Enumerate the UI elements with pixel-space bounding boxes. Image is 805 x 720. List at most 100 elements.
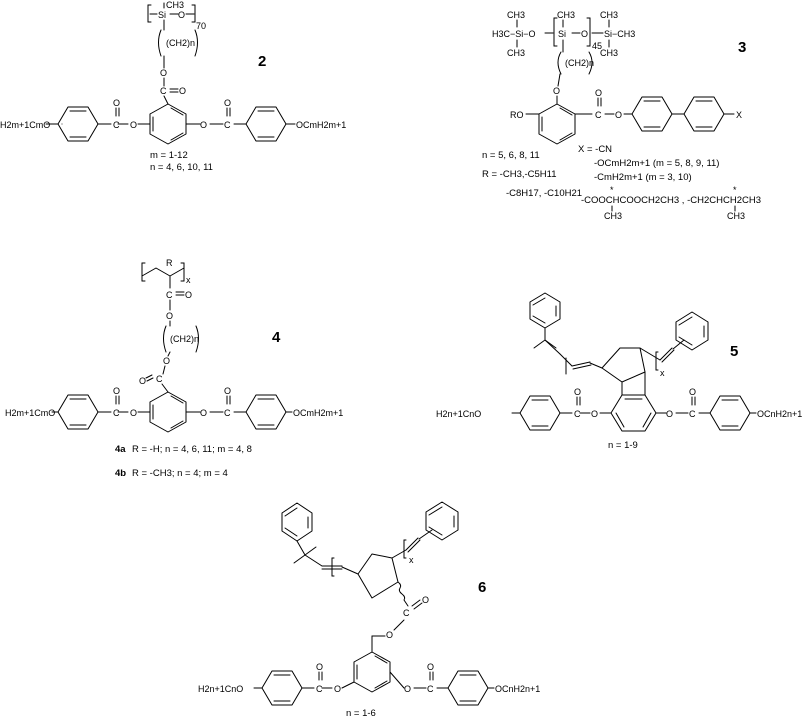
c2-o-right: O [200, 120, 207, 130]
c2-condition-n: n = 4, 6, 10, 11 [150, 162, 213, 173]
c2-ch3-label: CH3 [166, 0, 184, 10]
c3-repeat-45: 45 [592, 41, 602, 51]
c3-condition-x4-ch3b: CH3 [727, 211, 745, 221]
c2-o-left: O [130, 120, 137, 130]
c2-left-terminal: H2m+1CmO [0, 120, 50, 130]
c5-x-subscript: x [660, 368, 665, 378]
c4-right-ester-o: O [224, 386, 231, 396]
c2-compound-number: 2 [258, 53, 266, 70]
c4-r-label: R [166, 258, 173, 268]
compound-3: H3C−Si−O CH3 CH3 Si CH3 O 45 Si−CH3 CH3 … [482, 10, 761, 221]
c6-x-subscript: x [409, 555, 414, 565]
c3-x-label: X [736, 110, 742, 120]
c5-right-terminal: OCnH2n+1 [757, 409, 802, 419]
c4a-condition: R = -H; n = 4, 6, 11; m = 4, 8 [132, 444, 252, 455]
c2-repeat-70: 70 [196, 21, 206, 31]
c6-ester-o: O [386, 630, 393, 640]
c2-left-ester-c: C [113, 120, 120, 130]
c6-condition-n: n = 1-6 [346, 708, 376, 719]
c5-right-ester-c: C [689, 409, 696, 419]
c5-right-ester-o: O [689, 387, 696, 397]
c3-si-repeat: Si [558, 29, 566, 39]
c2-o-label: O [178, 10, 185, 20]
c6-o-right: O [404, 684, 411, 694]
c3-ch3-top-left: CH3 [507, 10, 525, 20]
c5-compound-number: 5 [730, 343, 738, 360]
c3-chiral-star-2: * [733, 185, 737, 195]
c6-right-terminal: OCnH2n+1 [495, 684, 540, 694]
c4-x-subscript: x [186, 275, 191, 285]
c6-left-ester-o: O [316, 662, 323, 672]
c3-condition-r1: R = -CH3,-C5H11 [482, 169, 557, 180]
c3-ch3-top-right: CH3 [600, 10, 618, 20]
compound-5: x O O C O H2n+1CnO C O OCnH2n+1 5 n = 1-… [436, 292, 802, 451]
c3-condition-r2: -C8H17, -C10H21 [506, 188, 582, 199]
c4-ester-o-dbl: O [139, 376, 146, 386]
c3-o-repeat: O [581, 29, 588, 39]
c3-condition-n: n = 5, 6, 8, 11 [482, 150, 540, 161]
c6-left-ester-c: C [316, 684, 323, 694]
c3-ether-o: O [553, 86, 560, 96]
compound-2: Si O CH3 70 (CH2)n O C O O O C O [0, 0, 346, 173]
c4-acrylate-c: C [166, 290, 173, 300]
c5-left-terminal: H2n+1CnO [436, 409, 481, 419]
c4-left-terminal: H2m+1CmO [5, 408, 55, 418]
c6-compound-number: 6 [478, 579, 486, 596]
c5-left-ester-c: C [574, 409, 581, 419]
c3-condition-x3: -CmH2m+1 (m = 3, 10) [594, 172, 692, 183]
c3-ch3-repeat: CH3 [557, 10, 575, 20]
c3-left-endgroup: H3C−Si−O [492, 29, 536, 39]
compound-6: x C O O O O C O H2n+1CnO C O [198, 501, 540, 719]
c3-ro-label: RO [510, 110, 524, 120]
c3-condition-x2: -OCmH2m+1 (m = 5, 8, 9, 11) [594, 158, 719, 169]
c2-carbonyl-o: O [179, 86, 186, 96]
c5-o-left: O [591, 409, 598, 419]
c3-condition-x4: -COOCHCOOCH2CH3 , -CH2CHCH2CH3 [581, 195, 761, 206]
c4-right-terminal: OCmH2m+1 [293, 408, 343, 418]
c4a-label: 4a [115, 444, 126, 455]
c4b-label: 4b [115, 468, 126, 479]
c5-condition-n: n = 1-9 [608, 440, 638, 451]
c3-ch3-bottom-right: CH3 [600, 48, 618, 58]
c4-left-ester-o: O [113, 386, 120, 396]
c6-left-terminal: H2n+1CnO [198, 684, 243, 694]
c4-ether-o: O [163, 356, 170, 366]
c6-ester-o-dbl: O [422, 595, 429, 605]
c3-ester-o: O [615, 110, 622, 120]
c3-ester-o-dbl: O [595, 88, 602, 98]
c2-right-ester-o: O [224, 98, 231, 108]
c3-ester-c: C [595, 110, 602, 120]
c4-left-ester-c: C [113, 408, 120, 418]
c4-ester-c: C [156, 374, 163, 384]
c2-spacer-label: (CH2)n [166, 38, 195, 48]
c3-compound-number: 3 [738, 39, 746, 56]
c3-right-endgroup: Si−CH3 [604, 29, 635, 39]
c4-compound-number: 4 [272, 329, 281, 346]
c4-acrylate-o-dbl: O [185, 290, 192, 300]
c6-right-ester-o: O [427, 662, 434, 672]
c5-o-right: O [666, 409, 673, 419]
c3-spacer-label: (CH2)n [565, 58, 594, 68]
c3-chiral-star-1: * [610, 185, 614, 195]
c4-spacer-label: (CH2)n [170, 334, 199, 344]
c3-condition-x4-ch3a: CH3 [604, 211, 622, 221]
c5-left-ester-o: O [574, 387, 581, 397]
c2-right-ester-c: C [224, 120, 231, 130]
c4-right-ester-c: C [224, 408, 231, 418]
c4b-condition: R = -CH3; n = 4; m = 4 [132, 468, 228, 479]
c6-o-left: O [334, 684, 341, 694]
c2-right-terminal: OCmH2m+1 [296, 120, 346, 130]
c4-acrylate-o: O [166, 311, 173, 321]
c2-carbonyl-c: C [160, 86, 167, 96]
c2-condition-m: m = 1-12 [150, 150, 188, 161]
c6-ester-c: C [403, 608, 410, 618]
c2-si-label: Si [158, 10, 166, 20]
c2-left-ester-o: O [113, 98, 120, 108]
c6-right-ester-c: C [427, 684, 434, 694]
c2-ether-o: O [160, 68, 167, 78]
c3-ch3-bottom-left: CH3 [507, 48, 525, 58]
c3-condition-x1: X = -CN [578, 144, 612, 155]
c4-o-right: O [200, 408, 207, 418]
c4-o-left: O [130, 408, 137, 418]
